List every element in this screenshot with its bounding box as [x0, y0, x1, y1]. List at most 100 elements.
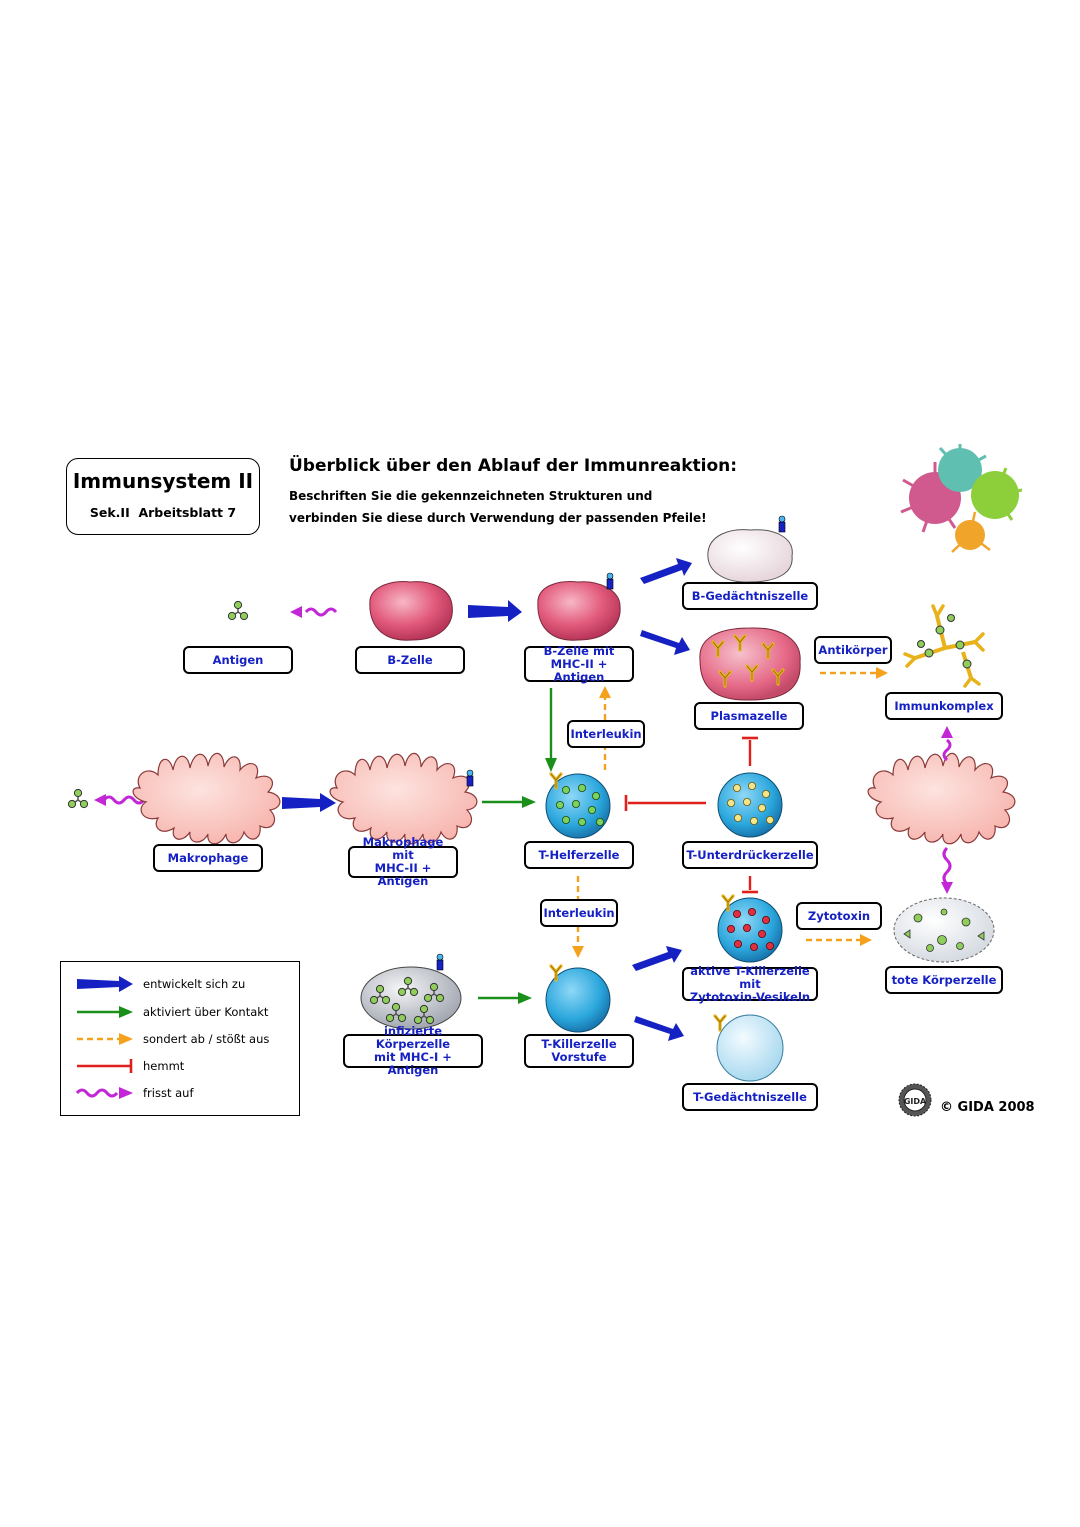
legend-label: aktiviert über Kontakt	[143, 1005, 269, 1019]
subtitle-sheet: Arbeitsblatt 7	[138, 505, 237, 520]
eats-arrow-head	[94, 794, 106, 806]
label-infizierte-koerperzelle: infizierte Körperzelle mit MHC-I + Antig…	[343, 1025, 483, 1077]
label-antigen: Antigen	[183, 646, 293, 674]
instruction-line-1: Beschriften Sie die gekennzeichneten Str…	[289, 489, 653, 503]
eats-arrow-head	[941, 882, 953, 894]
legend-inhibits-arrow-icon	[77, 1059, 133, 1073]
legend-label: frisst auf	[143, 1086, 194, 1100]
t-memory-cell-icon	[716, 1014, 784, 1082]
worksheet-subtitle: Sek.II Arbeitsblatt 7	[67, 505, 259, 520]
label-immunkomplex: Immunkomplex	[885, 692, 1003, 720]
b-cell-mhc-icon	[537, 581, 621, 641]
activates-arrow-head	[545, 758, 557, 772]
b-cell-icon	[369, 581, 453, 641]
antigen-icon	[227, 600, 249, 621]
macrophage-right-icon	[867, 752, 1016, 845]
develops-arrow-memory	[640, 558, 692, 584]
eats-arrow-head	[290, 606, 302, 618]
infected-cell-icon	[360, 966, 462, 1030]
activates-arrow-head	[518, 992, 532, 1004]
eats-arrow-dead-cell	[942, 846, 952, 886]
label-tote-koerperzelle: tote Körperzelle	[885, 966, 1003, 994]
legend-activates-arrow-icon	[77, 1006, 133, 1018]
dead-cell-fragments	[903, 908, 985, 952]
legend-eats-arrow-icon	[75, 1087, 133, 1099]
label-b-zelle-mhc: B-Zelle mit MHC-II + Antigen	[524, 643, 634, 684]
legend-item-eats: frisst auf	[61, 1083, 299, 1103]
copyright: © GIDA 2008	[940, 1100, 1035, 1115]
page-heading: Überblick über den Ablauf der Immunreakt…	[289, 456, 738, 476]
dead-cell-icon	[893, 897, 995, 963]
label-makrophage-mhc-line2: MHC-II + Antigen	[374, 861, 432, 888]
mhc-ii-icon	[778, 515, 786, 533]
label-t-killer-vorstufe-line1: T-Killerzelle	[541, 1037, 617, 1051]
t-helper-granules	[556, 784, 605, 827]
label-interleukin-bottom: Interleukin	[540, 899, 618, 927]
legend-item-develops: entwickelt sich zu	[61, 974, 299, 994]
plasma-cell-icon	[699, 627, 801, 701]
eats-arrow-antigen	[304, 607, 338, 617]
subtitle-level: Sek.II	[89, 505, 130, 520]
eats-arrow-head	[941, 726, 953, 738]
label-infizierte-line1: infizierte Körperzelle	[375, 1024, 451, 1051]
mhc-i-icon	[436, 953, 444, 971]
label-makrophage-mhc: Makrophage mit MHC-II + Antigen	[348, 836, 458, 888]
zytotoxin-vesicles	[727, 908, 775, 952]
legend-develops-arrow-icon	[77, 976, 133, 992]
t-killer-precursor-icon	[545, 967, 611, 1033]
label-interleukin-top: Interleukin	[567, 720, 645, 748]
macrophage-icon	[132, 752, 281, 845]
label-t-gedaechtniszelle: T-Gedächtniszelle	[682, 1083, 818, 1111]
label-antikoerper: Antikörper	[814, 636, 892, 664]
label-t-unterdrueckerzelle: T-Unterdrückerzelle	[682, 841, 818, 869]
instruction-line-2: verbinden Sie diese durch Verwendung der…	[289, 511, 707, 525]
t-suppressor-granules	[727, 782, 775, 826]
label-zytotoxin: Zytotoxin	[796, 902, 882, 930]
mhc-ii-icon	[606, 572, 614, 590]
legend-label: hemmt	[143, 1059, 185, 1073]
legend-item-inhibits: hemmt	[61, 1056, 299, 1076]
legend-label: entwickelt sich zu	[143, 977, 246, 991]
mhc-ii-icon	[466, 769, 474, 787]
label-b-zelle: B-Zelle	[355, 646, 465, 674]
virus-illustration	[900, 444, 1023, 553]
secretes-arrow-head	[599, 686, 611, 698]
label-aktive-t-killerzelle: aktive T-Killerzelle mit Zytotoxin-Vesik…	[682, 963, 818, 1004]
label-aktive-t-killerzelle-line2: Zytotoxin-Vesikeln	[689, 989, 811, 1004]
label-plasmazelle: Plasmazelle	[694, 702, 804, 730]
develops-arrow-plasma	[640, 630, 690, 655]
legend: entwickelt sich zu aktiviert über Kontak…	[60, 961, 300, 1116]
develops-arrow-b	[468, 600, 522, 622]
legend-secretes-arrow-icon	[77, 1033, 133, 1045]
legend-label: sondert ab / stößt aus	[143, 1032, 270, 1046]
develops-arrow-active-killer	[632, 946, 682, 971]
gida-logo-icon: GIDA	[898, 1083, 932, 1117]
secretes-arrow-head	[860, 934, 872, 946]
secretes-arrow-head	[572, 946, 584, 958]
macrophage-mhc-icon	[329, 752, 478, 845]
legend-item-activates: aktiviert über Kontakt	[61, 1002, 299, 1022]
worksheet-title-box: Immunsystem II Sek.II Arbeitsblatt 7	[66, 458, 260, 535]
worksheet-title: Immunsystem II	[72, 469, 254, 493]
develops-arrow-macrophage	[282, 793, 336, 812]
label-t-helferzelle: T-Helferzelle	[524, 841, 634, 869]
label-makrophage: Makrophage	[153, 844, 263, 872]
secretes-arrow-head	[876, 667, 888, 679]
activates-arrow-head	[522, 796, 536, 808]
immune-complex-icon	[903, 604, 985, 688]
label-makrophage-mhc-line1: Makrophage mit	[362, 835, 444, 862]
eats-arrow-macrophage	[102, 795, 146, 805]
legend-item-secretes: sondert ab / stößt aus	[61, 1029, 299, 1049]
antigen-icon	[67, 788, 89, 809]
label-b-zelle-mhc-line2: MHC-II + Antigen	[550, 656, 608, 684]
label-aktive-t-killerzelle-line1: aktive T-Killerzelle mit	[690, 963, 810, 991]
label-b-zelle-mhc-line1: B-Zelle mit	[543, 643, 615, 658]
label-t-killerzelle-vorstufe: T-Killerzelle Vorstufe	[524, 1034, 634, 1068]
b-memory-cell-icon	[707, 529, 793, 583]
eats-arrow-immune-complex	[942, 738, 952, 762]
label-t-killer-vorstufe-line2: Vorstufe	[551, 1050, 607, 1064]
develops-arrow-t-memory	[634, 1016, 684, 1041]
gida-logo-text: GIDA	[904, 1097, 927, 1106]
label-infizierte-line2: mit MHC-I + Antigen	[374, 1050, 452, 1077]
